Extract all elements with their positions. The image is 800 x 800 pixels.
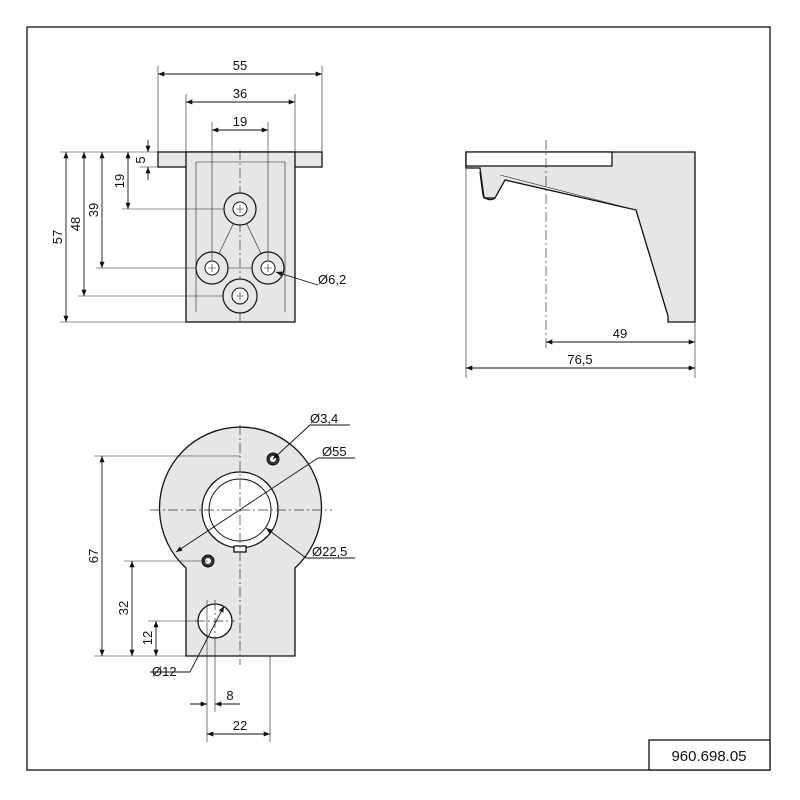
dim-height-32: 32 [116, 601, 131, 615]
dim-height-48: 48 [68, 217, 83, 231]
dim-height-39: 39 [86, 203, 101, 217]
top-view: Ø3,4 Ø55 Ø22,5 67 32 12 Ø12 8 22 [86, 411, 355, 742]
dim-width-55: 55 [233, 58, 247, 73]
dim-screw-diameter: Ø3,4 [310, 411, 338, 426]
dim-length-67: 67 [86, 549, 101, 563]
dim-offset-49: 49 [613, 326, 627, 341]
dim-height-5: 5 [133, 156, 148, 163]
dim-height-57: 57 [50, 230, 65, 244]
side-view: 49 76,5 [465, 140, 696, 378]
dim-length-76-5: 76,5 [567, 352, 592, 367]
dim-height-12: 12 [140, 631, 155, 645]
title-block: 960.698.05 [648, 739, 771, 771]
dim-hole-diameter: Ø6,2 [318, 272, 346, 287]
drawing-frame [26, 26, 771, 771]
mounting-hole-bottom [222, 278, 258, 314]
dim-width-19: 19 [233, 114, 247, 129]
dim-width-22: 22 [233, 718, 247, 733]
side-body [465, 151, 696, 323]
dim-hole-12: Ø12 [152, 664, 177, 679]
dim-outer-diameter: Ø55 [322, 444, 347, 459]
drawing-number: 960.698.05 [671, 748, 746, 765]
front-view: 55 36 19 5 19 39 48 57 Ø6,2 [50, 58, 346, 325]
dim-offset-8: 8 [226, 688, 233, 703]
dim-width-36: 36 [233, 86, 247, 101]
dim-bore-diameter: Ø22,5 [312, 544, 347, 559]
mounting-hole-top [223, 192, 257, 226]
dim-height-19: 19 [112, 174, 127, 188]
